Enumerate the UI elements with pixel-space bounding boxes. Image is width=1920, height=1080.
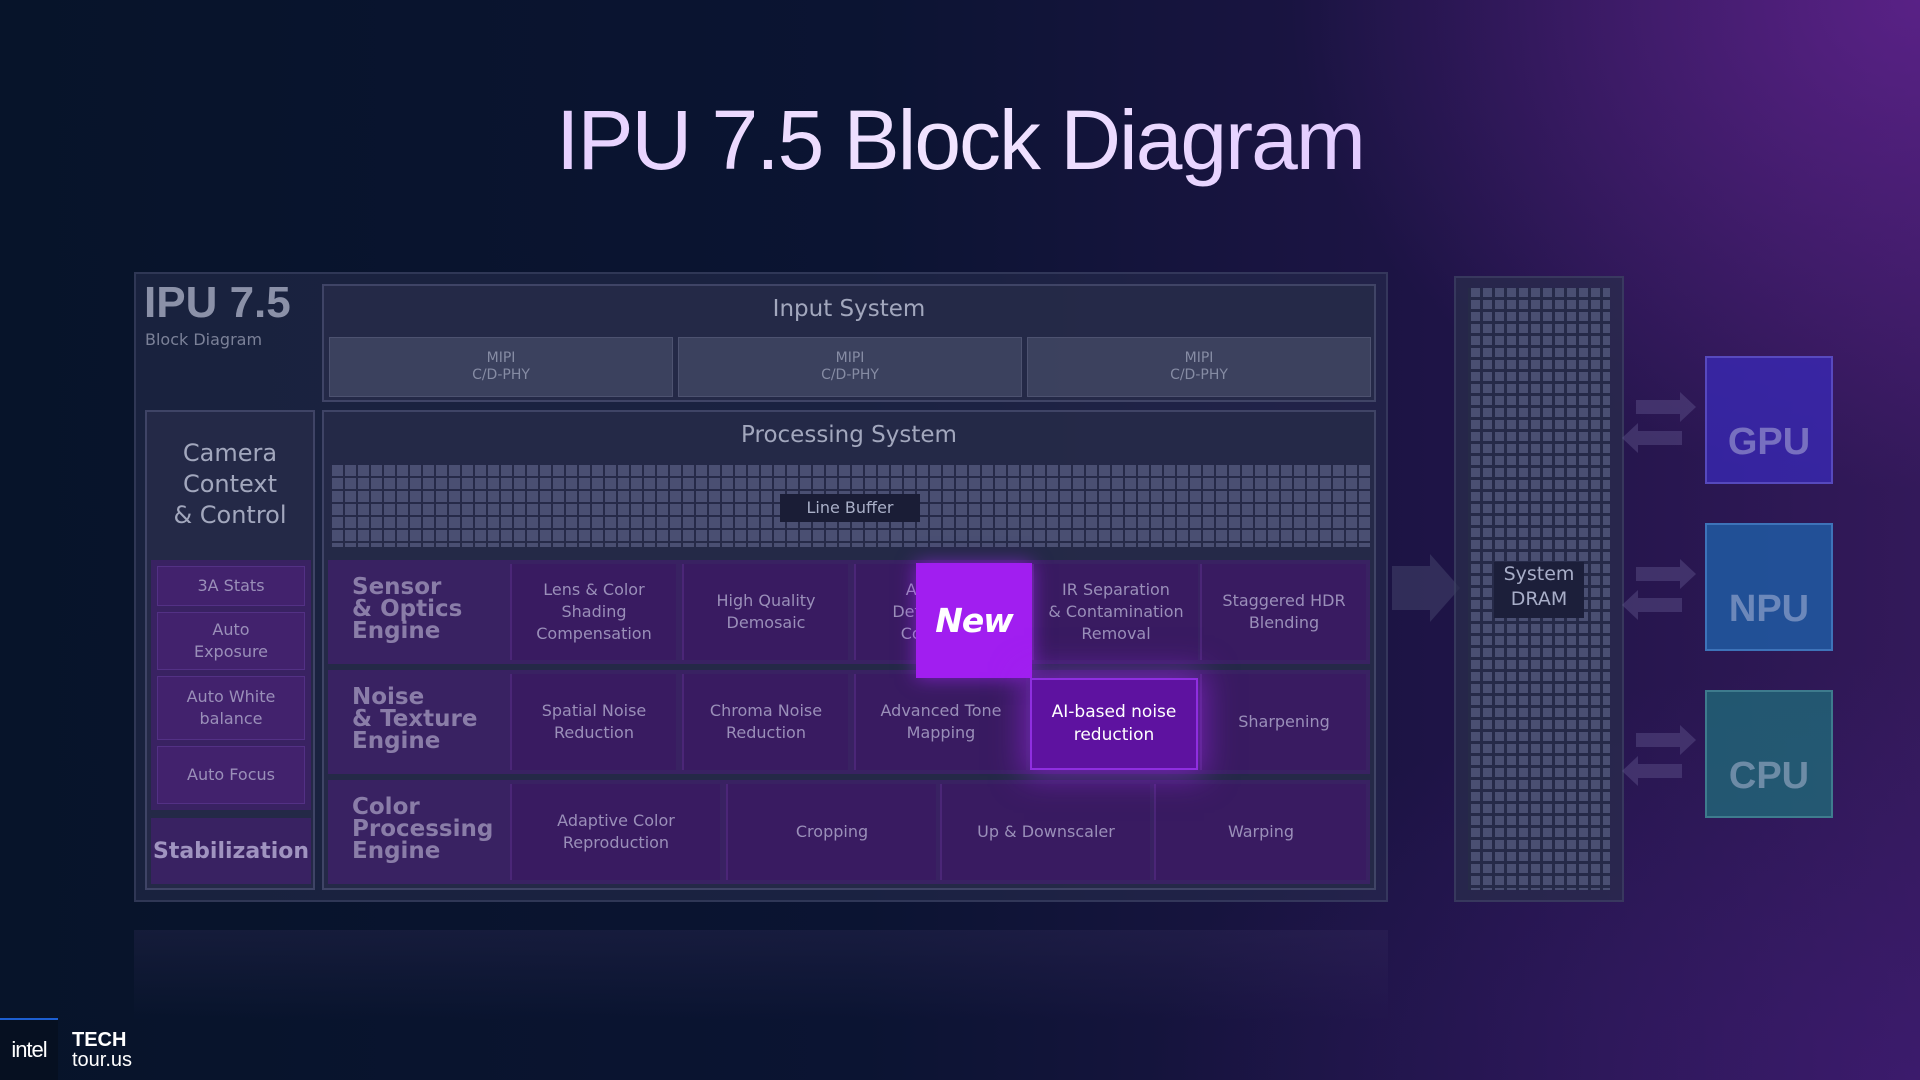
- arrow-left-cpu: [1622, 756, 1682, 786]
- cpu-block: CPU: [1705, 690, 1833, 818]
- panel-heading: IPU 7.5: [144, 278, 291, 327]
- cpu-label: CPU: [1728, 755, 1810, 797]
- techtour-logo-tech: TECH: [72, 1029, 127, 1051]
- sensor-optics-label: Sensor & Optics Engine: [352, 574, 463, 644]
- arrow-right-cpu: [1636, 725, 1696, 755]
- engine-label-line: & Texture: [352, 706, 478, 732]
- cell-advanced-tone-mapping: Advanced Tone Mapping: [854, 674, 1026, 770]
- cell-cropping: Cropping: [726, 784, 936, 880]
- stat-auto-focus: Auto Focus: [157, 746, 305, 804]
- intel-logo: intel: [0, 1018, 58, 1080]
- cell-warping: Warping: [1154, 784, 1366, 880]
- slide-title: IPU 7.5 Block Diagram: [0, 92, 1920, 189]
- mipi-block-1: MIPI C/D-PHY: [329, 337, 673, 397]
- intel-logo-text: intel: [11, 1037, 47, 1062]
- arrow-left-gpu: [1622, 423, 1682, 453]
- cell-ai-noise-reduction: AI-based noise reduction: [1030, 678, 1198, 770]
- gpu-label: GPU: [1727, 421, 1811, 463]
- gpu-block: GPU: [1705, 356, 1833, 484]
- engine-label-line: Color: [352, 794, 420, 820]
- arrow-right-npu: [1636, 559, 1696, 589]
- input-system-title: Input System: [772, 296, 926, 322]
- stat-auto-white-balance: Auto White balance: [157, 676, 305, 740]
- processing-system-title: Processing System: [741, 422, 957, 448]
- cell-high-quality-demosaic: High Quality Demosaic: [682, 564, 848, 660]
- mipi-phy: C/D-PHY: [1170, 367, 1228, 383]
- stabilization-label: Stabilization: [152, 838, 310, 864]
- engine-label-line: Sensor: [352, 574, 442, 600]
- techtour-logo-tour: tour.us: [72, 1049, 133, 1071]
- cell-lens-color-shading: Lens & Color Shading Compensation: [510, 564, 676, 660]
- arrow-to-dram: [1392, 554, 1460, 622]
- cell-ir-separation: IR Separation & Contamination Removal: [1032, 564, 1198, 660]
- mipi-label: MIPI: [486, 350, 516, 366]
- npu-label: NPU: [1728, 588, 1810, 630]
- mipi-block-3: MIPI C/D-PHY: [1027, 337, 1371, 397]
- stat-auto-exposure: Auto Exposure: [157, 612, 305, 670]
- cell-adaptive-color: Adaptive Color Reproduction: [510, 784, 720, 880]
- npu-block: NPU: [1705, 523, 1833, 651]
- cell-sharpening: Sharpening: [1200, 674, 1366, 770]
- engine-label-line: Processing: [352, 816, 494, 842]
- dram-label: System DRAM: [1494, 562, 1584, 618]
- cell-spatial-noise: Spatial Noise Reduction: [510, 674, 676, 770]
- engine-label-line: Engine: [352, 728, 441, 754]
- cell-staggered-hdr: Staggered HDR Blending: [1200, 564, 1366, 660]
- arrow-left-npu: [1622, 590, 1682, 620]
- stat-3a: 3A Stats: [157, 566, 305, 606]
- mipi-label: MIPI: [1184, 350, 1214, 366]
- color-processing-label: Color Processing Engine: [352, 794, 494, 864]
- stabilization-block: Stabilization: [151, 818, 311, 884]
- engine-label-line: & Optics: [352, 596, 463, 622]
- camera-context-line: Context: [182, 470, 278, 498]
- mipi-label: MIPI: [835, 350, 865, 366]
- camera-context-title: Camera Context & Control: [145, 438, 315, 531]
- new-badge: New: [916, 563, 1032, 678]
- camera-context-line: Camera: [182, 439, 278, 467]
- arrow-right-gpu: [1636, 392, 1696, 422]
- panel-subheading: Block Diagram: [145, 330, 263, 349]
- engine-label-line: Engine: [352, 838, 441, 864]
- cell-up-downscaler: Up & Downscaler: [940, 784, 1150, 880]
- engine-label-line: Engine: [352, 618, 441, 644]
- noise-texture-label: Noise & Texture Engine: [352, 684, 478, 754]
- cell-chroma-noise: Chroma Noise Reduction: [682, 674, 848, 770]
- engine-label-line: Noise: [352, 684, 425, 710]
- mipi-block-2: MIPI C/D-PHY: [678, 337, 1022, 397]
- camera-context-line: & Control: [173, 501, 287, 529]
- line-buffer-label: Line Buffer: [780, 494, 920, 522]
- panel-reflection: [134, 930, 1388, 1020]
- mipi-phy: C/D-PHY: [472, 367, 530, 383]
- mipi-phy: C/D-PHY: [821, 367, 879, 383]
